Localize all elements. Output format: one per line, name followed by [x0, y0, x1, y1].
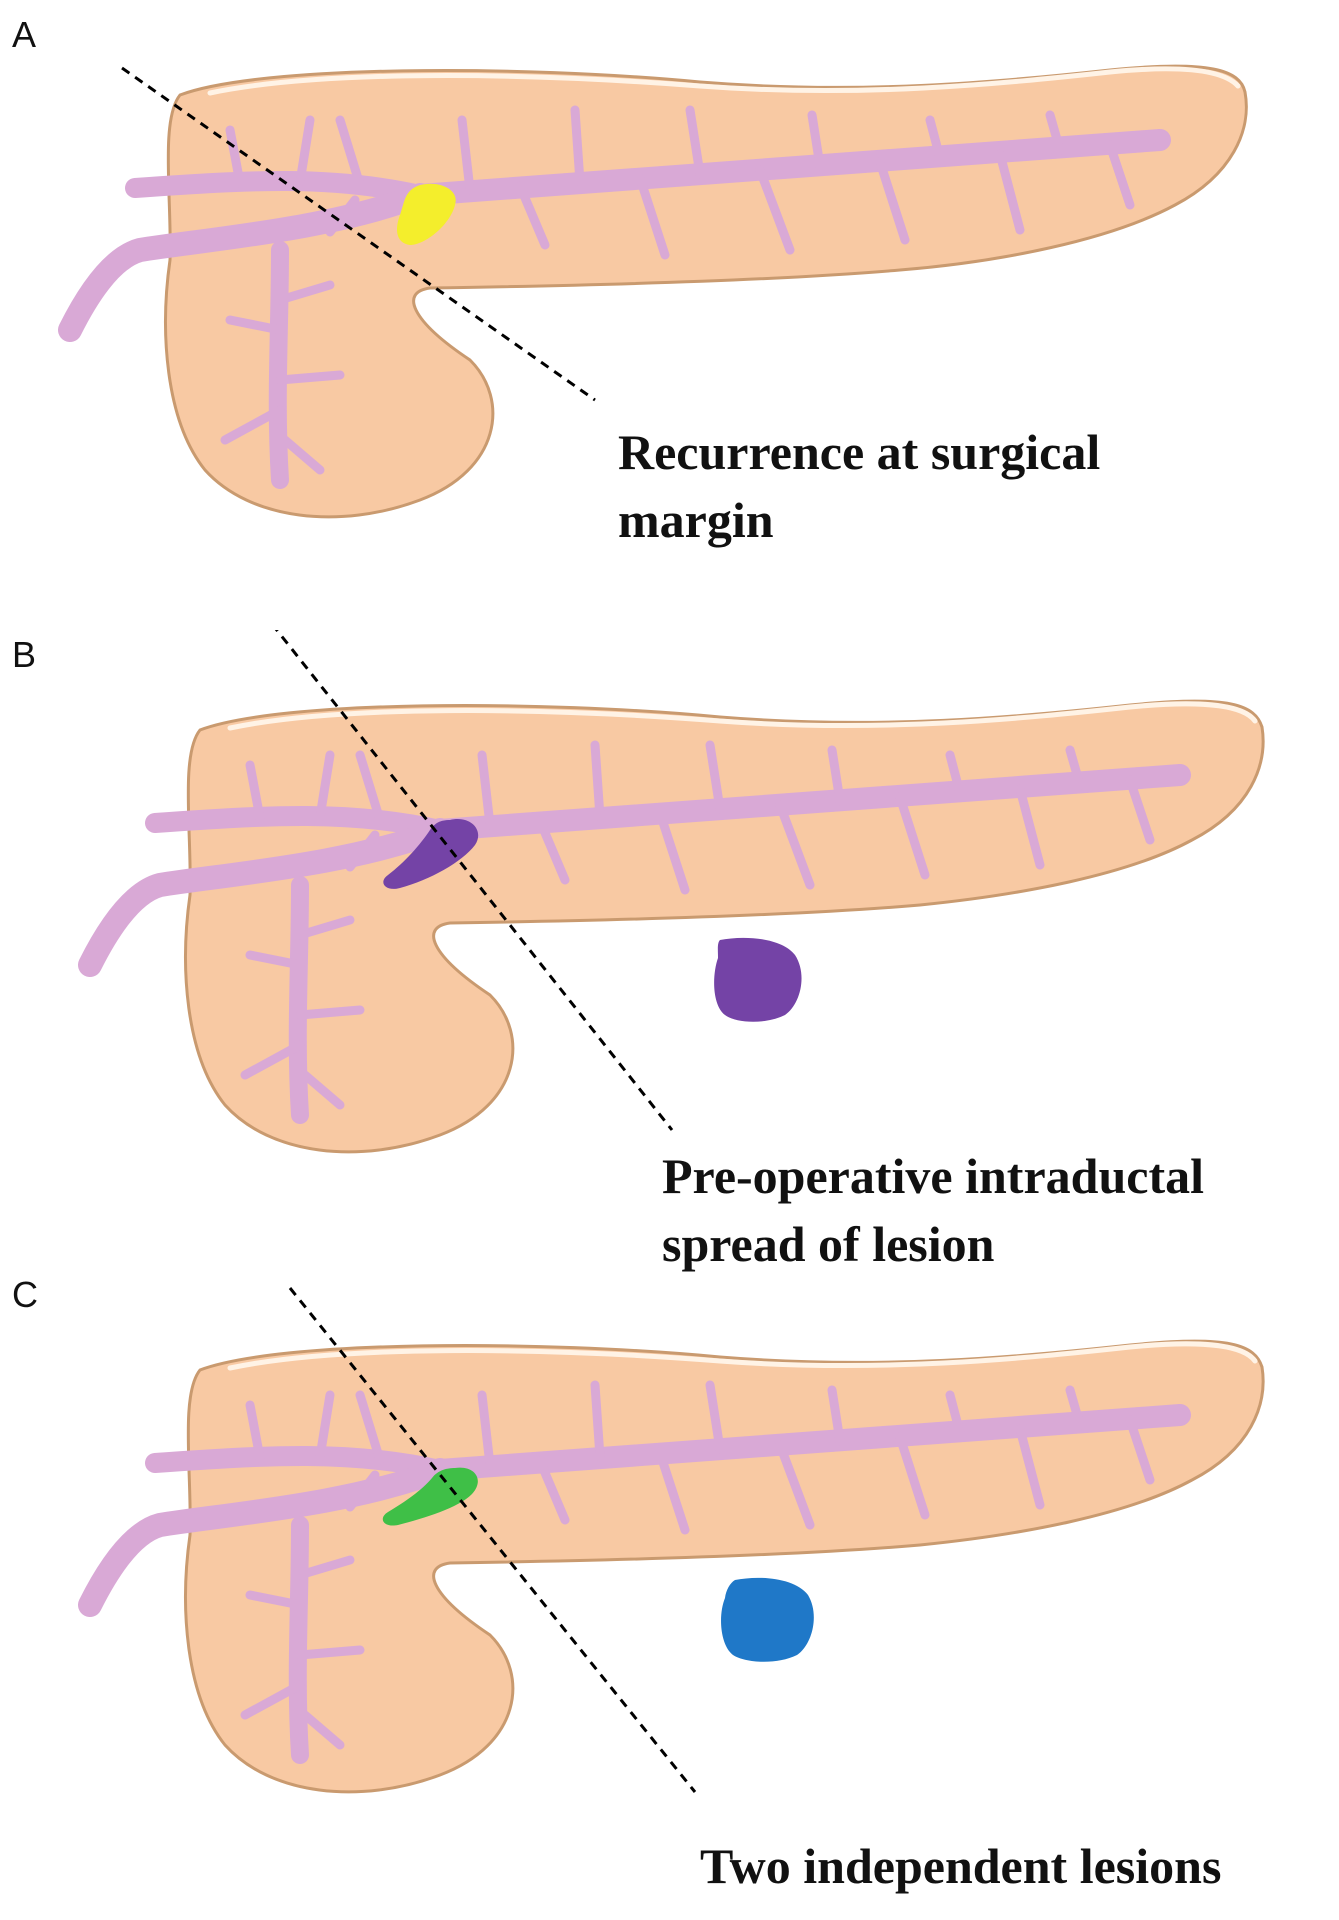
caption-a-line-2: margin	[618, 492, 774, 548]
resection-line-a	[121, 66, 596, 402]
pancreas-body	[164, 64, 1248, 519]
pancreas-body	[184, 1339, 1265, 1794]
pancreas-diagram-b	[78, 630, 1265, 1154]
lesion-green	[382, 1467, 478, 1526]
pancreas-c	[184, 1339, 1265, 1794]
pancreas-body	[184, 699, 1265, 1154]
pancreas-diagram-a	[58, 64, 1248, 519]
pancreas-highlight	[227, 701, 1258, 731]
duct-network-a	[58, 105, 1171, 489]
panel-label-a: A	[12, 14, 37, 55]
caption-a: Recurrence at surgical margin	[618, 418, 1100, 554]
caption-c-line-1: Two independent lesions	[700, 1838, 1222, 1894]
caption-b-line-2: spread of lesion	[662, 1216, 995, 1272]
resection-line-c	[288, 1287, 697, 1793]
caption-b: Pre-operative intraductal spread of lesi…	[662, 1142, 1204, 1278]
pancreas-highlight	[227, 1341, 1258, 1371]
panel-label-c: C	[12, 1274, 38, 1315]
pancreas-b	[184, 699, 1265, 1154]
resection-line-b	[274, 630, 674, 1131]
pancreas-diagram-c	[78, 1287, 1265, 1794]
panel-a: A Recurrence at surgical margin	[0, 0, 1339, 640]
pancreas-a	[164, 64, 1248, 519]
lesion-purple-main	[714, 937, 802, 1022]
panel-b: B Pre-operative intraductal s	[0, 630, 1339, 1272]
caption-a-line-1: Recurrence at surgical	[618, 424, 1101, 480]
duct-network-b	[78, 740, 1191, 1124]
pancreas-highlight	[207, 66, 1241, 96]
caption-c: Two independent lesions	[700, 1832, 1221, 1900]
lesion-purple-intraductal	[383, 819, 479, 889]
caption-b-line-1: Pre-operative intraductal	[662, 1148, 1204, 1204]
panel-label-b: B	[12, 634, 37, 675]
duct-network-c	[78, 1380, 1191, 1764]
lesion-blue	[721, 1577, 814, 1662]
panel-c: C Two independent lesions	[0, 1270, 1339, 1920]
lesion-yellow	[397, 183, 456, 245]
